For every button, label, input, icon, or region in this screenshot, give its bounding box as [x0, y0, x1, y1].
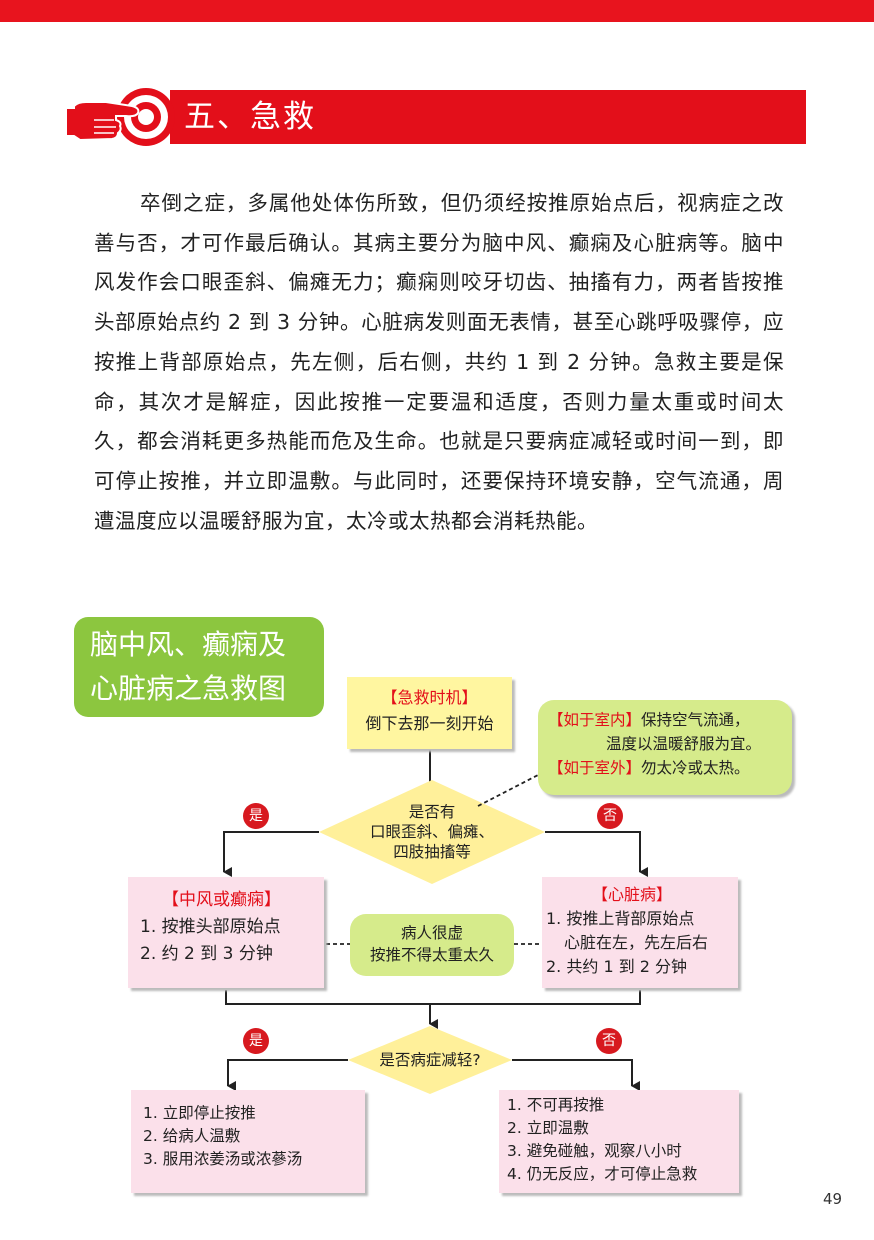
chart-title-line1: 脑中风、癫痫及: [90, 628, 287, 661]
not-relieved-step2: 2. 立即温敷: [507, 1119, 589, 1137]
decision1-diamond: [319, 780, 545, 884]
heart-step1b: 心脏在左，先左后右: [564, 933, 709, 952]
chart-title-box: 脑中风、癫痫及 心脏病之急救图: [74, 617, 324, 717]
yes-badge-1: 是: [243, 803, 269, 829]
weak-note-line1: 病人很虚: [400, 924, 463, 942]
pointing-hand-target-icon: [65, 88, 186, 146]
heart-box-title: 【心脏病】: [592, 885, 673, 904]
indoor-label: 【如于室内】: [548, 711, 642, 729]
timing-text: 倒下去那一刻开始: [365, 714, 494, 733]
weak-patient-note: 病人很虚 按推不得太重太久: [350, 914, 514, 976]
heart-step2: 2. 共约 1 到 2 分钟: [546, 957, 688, 976]
decision1-line2: 口眼歪斜、偏瘫、: [369, 823, 494, 841]
relieved-step3: 3. 服用浓姜汤或浓蔘汤: [143, 1150, 303, 1168]
decision2-diamond: [348, 1026, 512, 1094]
not-relieved-box: 1. 不可再按推 2. 立即温敷 3. 避免碰触，观察八小时 4. 仍无反应，才…: [499, 1090, 739, 1193]
outdoor-text: 勿太冷或太热。: [641, 759, 750, 777]
indoor-text-1: 保持空气流通，: [641, 711, 750, 729]
dashed-link-env: [477, 773, 541, 807]
relieved-step1: 1. 立即停止按推: [143, 1104, 256, 1122]
section-header: 五、急救: [60, 86, 806, 146]
environment-box: 【如于室内】保持空气流通， 温度以温暖舒服为宜。 【如于室外】勿太冷或太热。: [538, 700, 792, 795]
not-relieved-step4: 4. 仍无反应，才可停止急救: [507, 1165, 698, 1183]
timing-box: 【急救时机】 倒下去那一刻开始: [347, 677, 512, 749]
not-relieved-step1: 1. 不可再按推: [507, 1096, 605, 1114]
indoor-text-2: 温度以温暖舒服为宜。: [606, 735, 762, 753]
relieved-step2: 2. 给病人温敷: [143, 1127, 241, 1145]
relieved-box: 1. 立即停止按推 2. 给病人温敷 3. 服用浓姜汤或浓蔘汤: [131, 1090, 365, 1193]
heart-disease-box: 【心脏病】 1. 按推上背部原始点 心脏在左，先左后右 2. 共约 1 到 2 …: [542, 877, 738, 988]
decision1-text: 是否有 口眼歪斜、偏瘫、 四肢抽搐等: [342, 802, 522, 862]
chart-title-line2: 心脏病之急救图: [90, 672, 287, 705]
outdoor-label: 【如于室外】: [548, 759, 642, 777]
weak-note-line2: 按推不得太重太久: [369, 946, 494, 964]
heart-step1: 1. 按推上背部原始点: [546, 909, 695, 928]
page-number: 49: [823, 1190, 843, 1208]
decision1-line3: 四肢抽搐等: [393, 843, 471, 861]
body-paragraph: 卒倒之症，多属他处体伤所致，但仍须经按推原始点后，视病症之改善与否，才可作最后确…: [94, 191, 784, 533]
stroke-epilepsy-box: 【中风或癫痫】 1. 按推头部原始点 2. 约 2 到 3 分钟: [128, 877, 324, 988]
stroke-box-title: 【中风或癫痫】: [162, 890, 281, 910]
decision1-line1: 是否有: [408, 803, 456, 821]
arrow-no-to-not-relieved: [512, 1059, 640, 1091]
stroke-step1: 1. 按推头部原始点: [140, 917, 281, 937]
arrow-yes-to-relieved: [227, 1059, 348, 1091]
stroke-step2: 2. 约 2 到 3 分钟: [140, 944, 273, 964]
top-red-bar: [0, 0, 874, 22]
arrow-no-to-heart: [545, 831, 648, 877]
merge-line: [225, 990, 641, 1005]
header-bar: [170, 90, 806, 144]
section-title: 五、急救: [184, 99, 316, 135]
not-relieved-step3: 3. 避免碰触，观察八小时: [507, 1142, 682, 1160]
no-badge-2: 否: [596, 1028, 622, 1054]
arrow-yes-to-stroke: [223, 831, 319, 877]
yes-badge-2: 是: [243, 1028, 269, 1054]
decision2-text: 是否病症减轻?: [379, 1051, 481, 1069]
timing-label: 【急救时机】: [381, 688, 478, 707]
no-badge-1: 否: [597, 803, 623, 829]
